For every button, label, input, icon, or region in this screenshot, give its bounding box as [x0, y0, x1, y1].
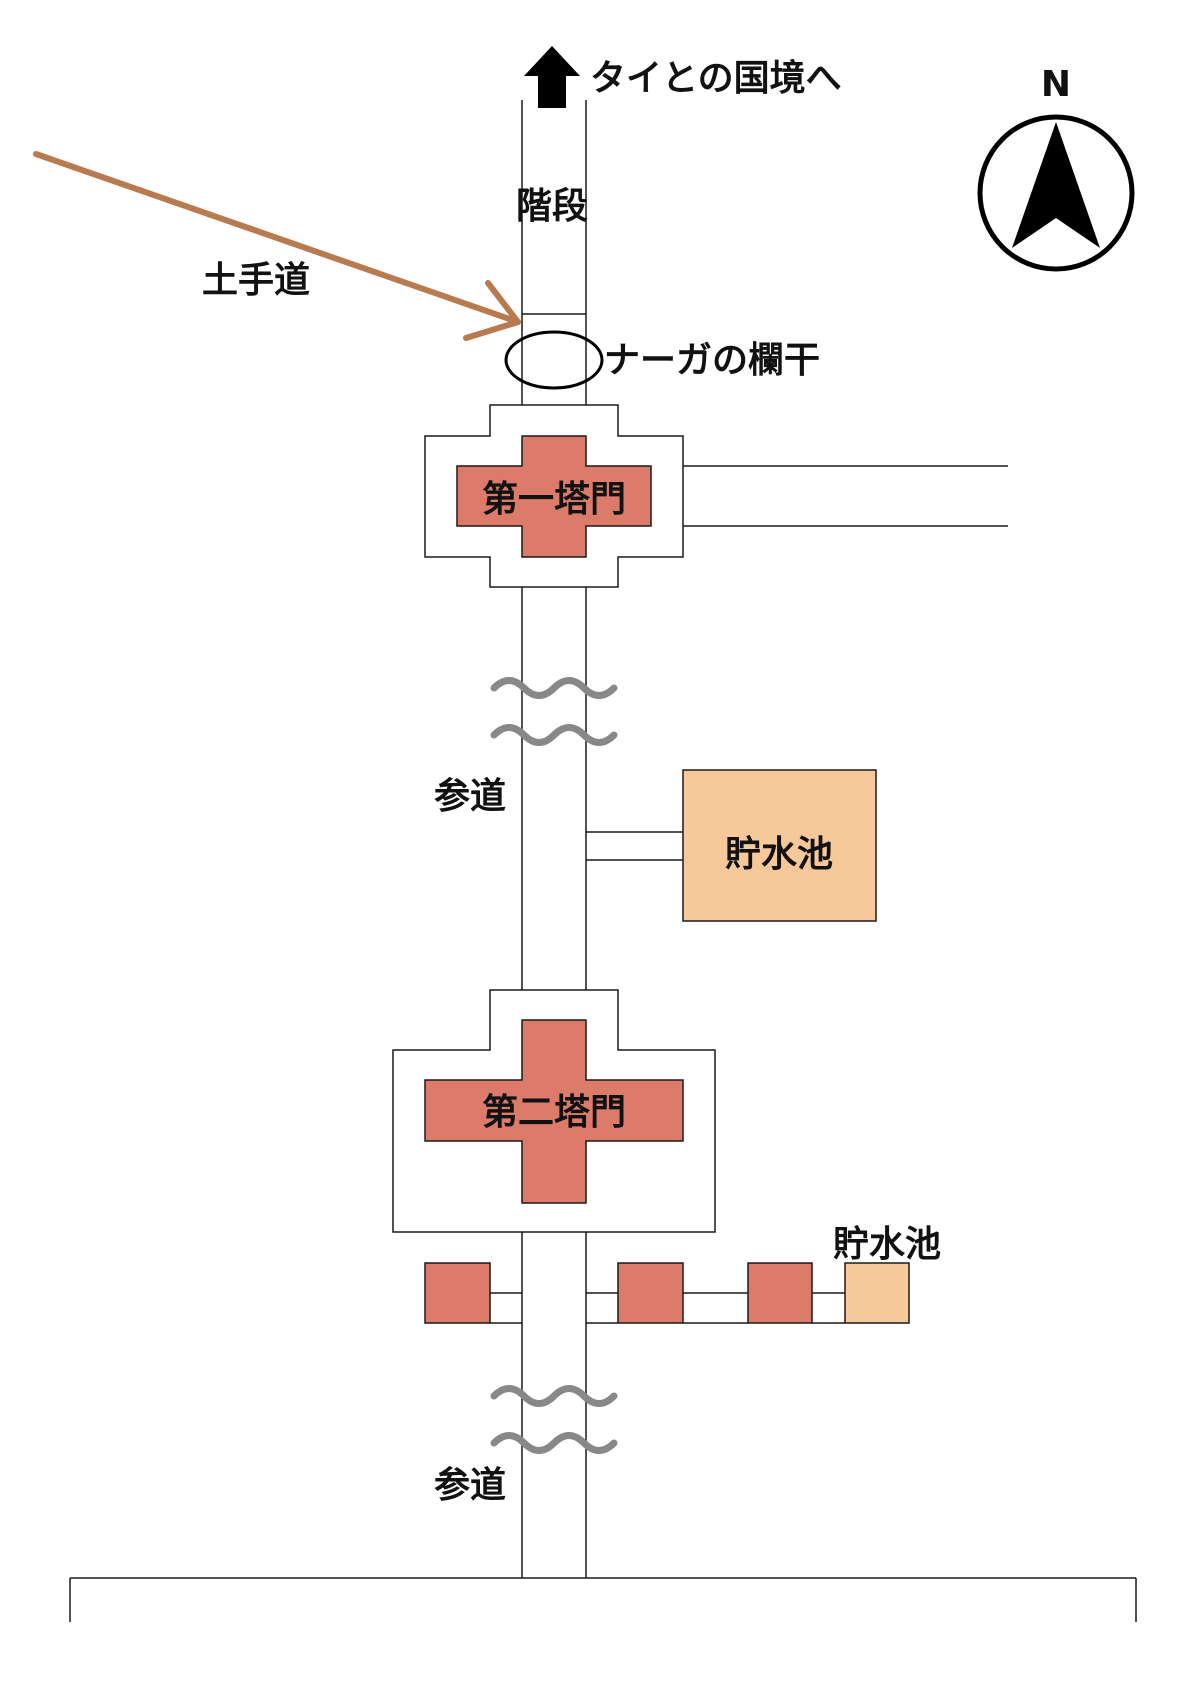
gopura-1-label: 第一塔門 — [482, 479, 626, 520]
approach-2-label: 参道 — [434, 1465, 506, 1506]
main-road — [521, 100, 587, 1578]
reservoir-1 — [586, 769, 877, 922]
naga-balustrade-label: ナーガの欄干 — [604, 340, 820, 381]
wave-break-lower — [490, 1385, 618, 1454]
side-structures — [424, 1262, 910, 1324]
gopura-1 — [424, 404, 1008, 588]
shrine-east-1 — [617, 1262, 684, 1324]
reservoir-2-label: 貯水池 — [833, 1224, 941, 1265]
reservoir-2 — [844, 1262, 910, 1324]
compass-north-letter: N — [1041, 64, 1071, 105]
embankment-road-label: 土手道 — [202, 260, 310, 301]
wave-break-upper — [490, 677, 618, 746]
north-arrow-icon — [524, 46, 580, 108]
reservoir-1-label: 貯水池 — [725, 834, 833, 875]
arrow-pointer-icon — [33, 151, 521, 341]
compass-icon — [977, 114, 1135, 272]
gopura-2 — [392, 989, 716, 1233]
outer-enclosure — [69, 1577, 1137, 1622]
approach-1-label: 参道 — [434, 776, 506, 817]
shrine-east-2 — [747, 1262, 813, 1324]
naga-balustrade-marker — [504, 330, 604, 390]
north-direction-label: タイとの国境へ — [590, 58, 842, 99]
gopura-2-label: 第二塔門 — [482, 1092, 626, 1133]
shrine-west — [424, 1262, 491, 1324]
stairs-label: 階段 — [516, 186, 588, 227]
